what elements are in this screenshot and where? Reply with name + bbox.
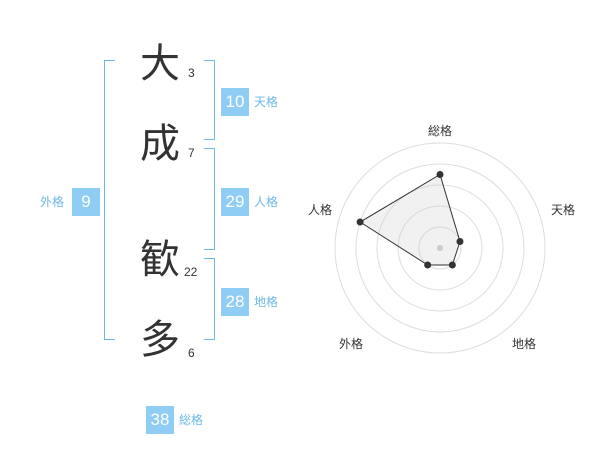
stroke-count-2: 7 bbox=[188, 146, 195, 160]
stroke-count-4: 6 bbox=[188, 346, 195, 360]
radar-ring bbox=[397, 205, 483, 291]
radar-point-3 bbox=[448, 261, 456, 269]
soukaku-score: 38 bbox=[146, 406, 174, 434]
radar-point-4 bbox=[424, 261, 432, 269]
jinkaku-score: 29 bbox=[221, 188, 249, 216]
tenkaku-label: 天格 bbox=[254, 95, 279, 109]
gaikaku-score: 9 bbox=[72, 188, 100, 216]
radar-point-1 bbox=[436, 171, 444, 178]
tenkaku-score: 10 bbox=[221, 88, 249, 116]
chikaku-bracket bbox=[204, 258, 215, 340]
radar-rings bbox=[334, 142, 546, 354]
tenkaku-bracket bbox=[204, 60, 215, 140]
radar-data bbox=[356, 171, 464, 269]
gaikaku-label: 外格 bbox=[40, 195, 65, 209]
chikaku-score: 28 bbox=[221, 288, 249, 316]
name-char-2: 成 bbox=[140, 121, 180, 167]
radar-ring bbox=[418, 226, 462, 270]
radar-ring bbox=[376, 184, 504, 312]
radar-ring bbox=[334, 142, 546, 354]
radar-label-jinkaku: 人格 bbox=[307, 203, 332, 217]
gaikaku-bracket bbox=[104, 60, 115, 340]
soukaku-label: 総格 bbox=[179, 413, 204, 427]
name-char-4: 多 bbox=[140, 317, 180, 363]
radar-label-gaikaku: 外格 bbox=[338, 337, 363, 351]
radar-ring bbox=[355, 163, 525, 333]
name-char-3: 歓 bbox=[140, 237, 180, 283]
radar-polygon bbox=[359, 173, 461, 266]
chikaku-label: 地格 bbox=[254, 295, 279, 309]
radar-center-dot bbox=[437, 245, 443, 251]
stroke-count-3: 22 bbox=[184, 265, 198, 279]
jinkaku-bracket bbox=[204, 148, 215, 250]
jinkaku-label: 人格 bbox=[254, 195, 279, 209]
name-char-1: 大 bbox=[140, 41, 180, 87]
radar-point-5 bbox=[356, 218, 364, 226]
radar-label-soukaku: 総格 bbox=[427, 124, 452, 138]
radar-label-tenkaku: 天格 bbox=[550, 203, 575, 217]
stroke-count-1: 3 bbox=[188, 66, 195, 80]
radar-point-2 bbox=[456, 238, 464, 246]
radar-label-chikaku: 地格 bbox=[511, 337, 536, 351]
